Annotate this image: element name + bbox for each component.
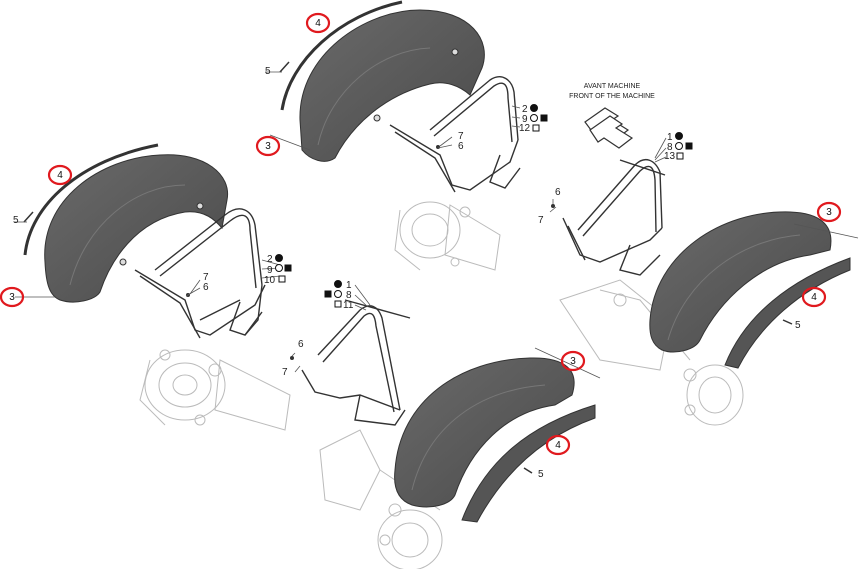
callout-7-bottom-center: 7 — [282, 367, 288, 378]
callout-4-top-right: 4 — [811, 292, 817, 303]
bracket-frame-top-right — [562, 158, 666, 276]
callout-7-top-left: 7 — [203, 272, 209, 283]
callout-9-top-left: 9 — [267, 265, 273, 276]
fender-top-center — [299, 9, 485, 162]
fender-assembly-top-left — [15, 143, 291, 431]
callout-4-top-left: 4 — [57, 170, 63, 181]
callout-6-bottom-center: 6 — [298, 339, 304, 350]
callout-5-top-right: 5 — [795, 320, 801, 331]
callout-3-top-left: 3 — [9, 292, 15, 303]
callout-3-top-center: 3 — [265, 141, 271, 152]
axle-hub-top-center — [394, 201, 501, 271]
extension-panel-bottom-center — [461, 404, 596, 523]
callout-5-top-center: 5 — [265, 66, 271, 77]
bolt-top-center — [436, 145, 440, 149]
callout-5-bottom-center: 5 — [538, 469, 544, 480]
front-label-fr: AVANT MACHINE — [584, 83, 641, 90]
callout-7-top-center: 7 — [458, 131, 464, 142]
bolt-bottom-center — [290, 356, 294, 360]
callout-2-top-center: 2 — [522, 104, 528, 115]
callout-9-top-center: 9 — [522, 114, 528, 125]
callout-4-bottom-center: 4 — [555, 440, 561, 451]
fender-assembly-bottom-center — [290, 284, 601, 569]
bracket-frame-top-center — [389, 76, 521, 193]
bracket-frame-top-left — [134, 208, 266, 339]
fender-bottom-center — [394, 357, 575, 508]
callout-1-top-right: 1 — [667, 132, 673, 143]
callout-6-top-right: 6 — [555, 187, 561, 198]
callout-3-bottom-center: 3 — [570, 356, 576, 367]
fender-top-right — [649, 211, 832, 353]
callout-10-top-left: 10 — [264, 275, 276, 286]
front-of-machine-indicator: AVANT MACHINE FRONT OF THE MACHINE — [569, 83, 655, 149]
callout-4-top-center: 4 — [315, 18, 321, 29]
screw-top-right — [782, 319, 793, 325]
fender-top-left — [44, 154, 229, 303]
screw-top-left — [23, 211, 34, 223]
callout-6-top-center: 6 — [458, 141, 464, 152]
callout-labels: 4 5 3 2 9 10 7 6 4 5 3 2 9 12 7 6 1 8 13… — [9, 18, 832, 480]
callout-11-bottom-center: 11 — [343, 300, 354, 311]
bolt-top-right — [551, 204, 555, 208]
trim-strip-top-center — [280, 0, 403, 111]
trim-strip-top-left — [23, 143, 159, 256]
bracket-frame-bottom-center — [301, 299, 411, 426]
highlight-circles — [0, 12, 842, 456]
callout-1-bottom-center: 1 — [346, 280, 352, 291]
callout-5-top-left: 5 — [13, 215, 19, 226]
fender-assembly-top-center — [265, 0, 521, 271]
extension-panel-top-right — [724, 257, 851, 369]
screw-top-center — [279, 61, 290, 73]
callout-8-top-right: 8 — [667, 142, 673, 153]
callout-13-top-right: 13 — [664, 151, 676, 162]
screw-bottom-center — [523, 467, 533, 474]
callout-2-top-left: 2 — [267, 254, 273, 265]
callout-6-top-left: 6 — [203, 282, 209, 293]
direction-arrow-icon — [584, 107, 634, 149]
callout-7-top-right: 7 — [538, 215, 544, 226]
callout-8-bottom-center: 8 — [346, 290, 352, 301]
fender-assembly-top-right — [549, 137, 859, 426]
callout-12-top-center: 12 — [519, 123, 531, 134]
axle-hub-top-left — [139, 349, 291, 431]
symbol-markers — [275, 104, 693, 308]
callout-3-top-right: 3 — [826, 207, 832, 218]
front-label-en: FRONT OF THE MACHINE — [569, 93, 655, 100]
